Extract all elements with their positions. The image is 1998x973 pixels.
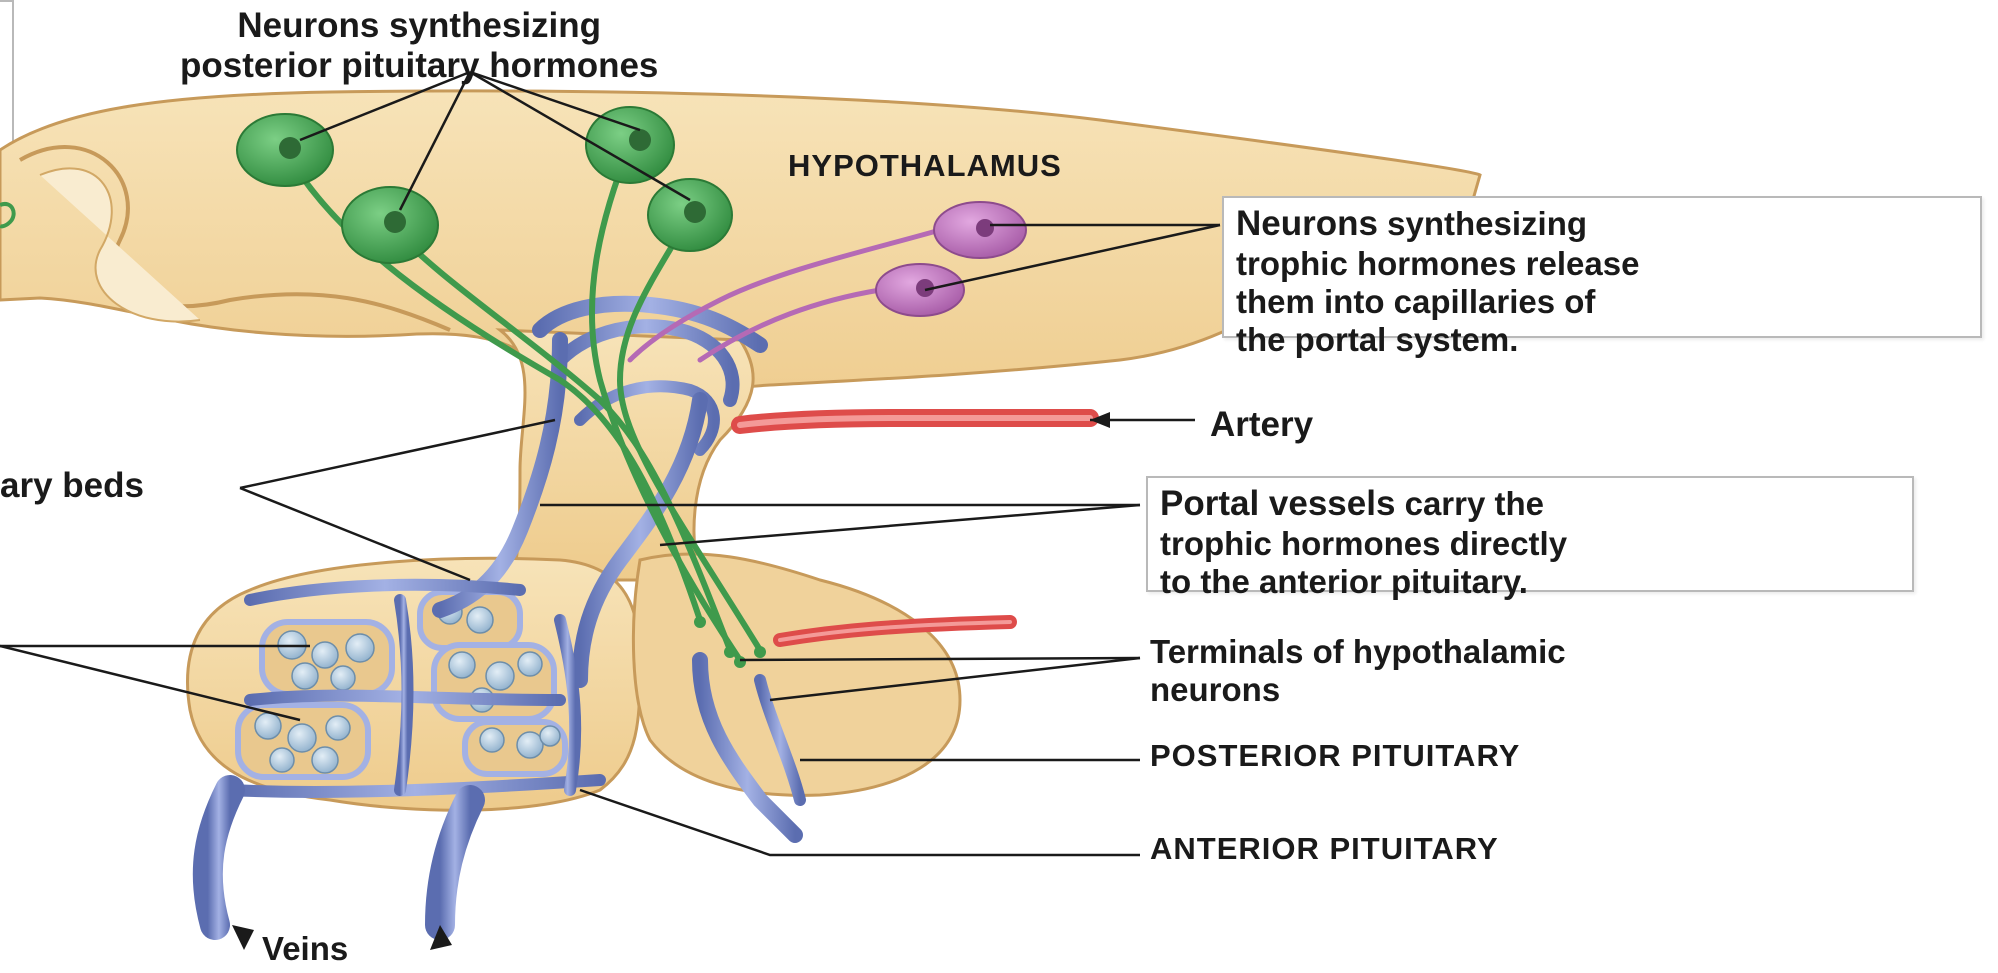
hypothalamus-label: HYPOTHALAMUS bbox=[788, 148, 1062, 183]
posterior-neurons-label-line2: posterior pituitary hormones bbox=[180, 46, 658, 86]
portal-callout-line2: trophic hormones directly bbox=[1160, 525, 1912, 563]
trophic-callout-line4: the portal system. bbox=[1236, 321, 1980, 359]
artery-label: Artery bbox=[1210, 405, 1313, 445]
posterior-pituitary-label: POSTERIOR PITUITARY bbox=[1150, 738, 1520, 773]
veins-label: Veins bbox=[262, 930, 348, 967]
portal-callout-heading: Portal vessels bbox=[1160, 484, 1395, 523]
capillary-beds-label: ary beds bbox=[0, 466, 144, 506]
terminals-label-line1: Terminals of hypothalamic bbox=[1150, 633, 1566, 671]
trophic-callout-line1-rest: synthesizing bbox=[1378, 205, 1587, 242]
portal-callout-line3: to the anterior pituitary. bbox=[1160, 563, 1912, 601]
trophic-callout-heading: Neurons bbox=[1236, 204, 1378, 243]
portal-callout-line1: Portal vessels carry the bbox=[1160, 484, 1912, 525]
terminals-label: Terminals of hypothalamic neurons bbox=[1150, 633, 1566, 710]
trophic-neurons-callout: Neurons synthesizing trophic hormones re… bbox=[1222, 196, 1982, 338]
trophic-callout-line2: trophic hormones release bbox=[1236, 245, 1980, 283]
portal-vessels-callout: Portal vessels carry the trophic hormone… bbox=[1146, 476, 1914, 592]
trophic-callout-line1: Neurons synthesizing bbox=[1236, 204, 1980, 245]
terminals-label-line2: neurons bbox=[1150, 671, 1566, 709]
posterior-neurons-label-line1: Neurons synthesizing bbox=[180, 6, 658, 46]
posterior-neurons-label: Neurons synthesizing posterior pituitary… bbox=[180, 6, 658, 85]
portal-callout-line1-rest: carry the bbox=[1395, 485, 1544, 522]
trophic-callout-line3: them into capillaries of bbox=[1236, 283, 1980, 321]
anterior-pituitary-label: ANTERIOR PITUITARY bbox=[1150, 831, 1499, 866]
